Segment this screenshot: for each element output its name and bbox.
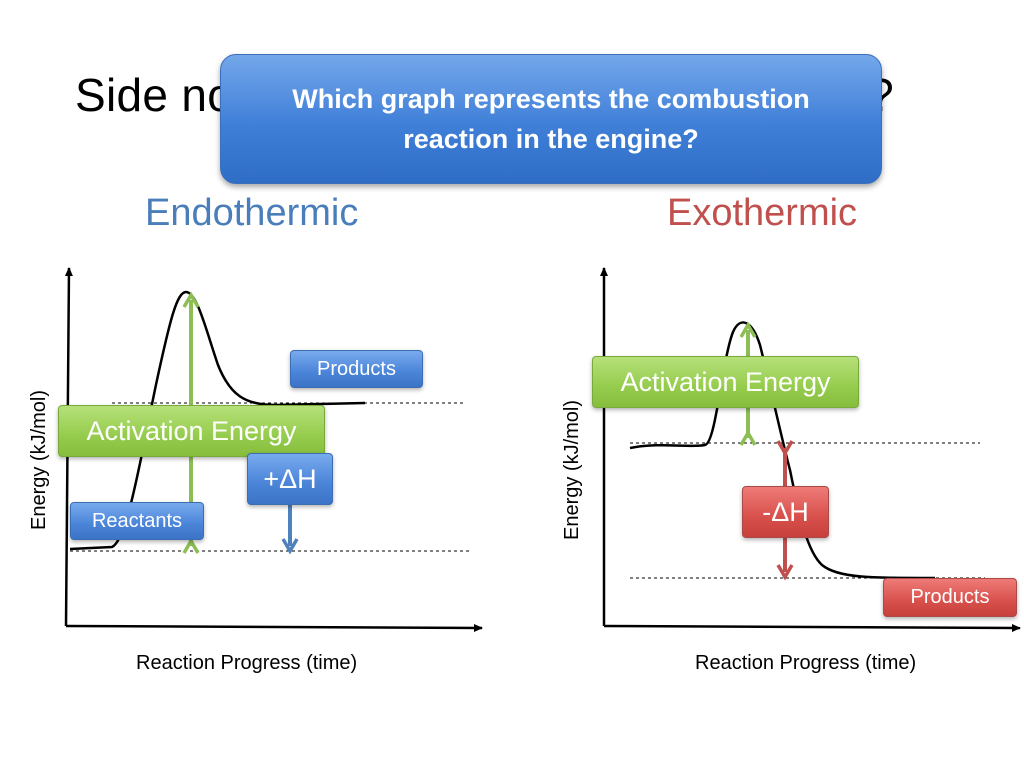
endo-delta-h-label: +ΔH [247, 453, 333, 505]
exo-delta-h-label: -ΔH [742, 486, 829, 538]
exo-y-axis-label: Energy (kJ/mol) [561, 399, 583, 540]
endo-reactants-label: Reactants [70, 502, 204, 540]
exo-products-label: Products [883, 578, 1017, 617]
endo-energy-curve [69, 290, 366, 551]
exo-x-axis [603, 623, 1021, 632]
question-callout-text: Which graph represents the combustion re… [292, 84, 810, 154]
endo-x-axis [65, 623, 483, 632]
exothermic-heading: Exothermic [667, 192, 858, 234]
endo-y-axis-label: Energy (kJ/mol) [28, 389, 50, 530]
endothermic-heading: Endothermic [145, 192, 359, 234]
exo-x-axis-label: Reaction Progress (time) [695, 652, 917, 674]
endo-products-label: Products [290, 350, 423, 388]
exo-activation-energy-label: Activation Energy [592, 356, 859, 408]
endo-x-axis-label: Reaction Progress (time) [136, 652, 358, 674]
endo-activation-energy-label: Activation Energy [58, 405, 325, 457]
slide-title-left: Side no [75, 69, 234, 121]
question-callout: Which graph represents the combustion re… [220, 54, 882, 184]
